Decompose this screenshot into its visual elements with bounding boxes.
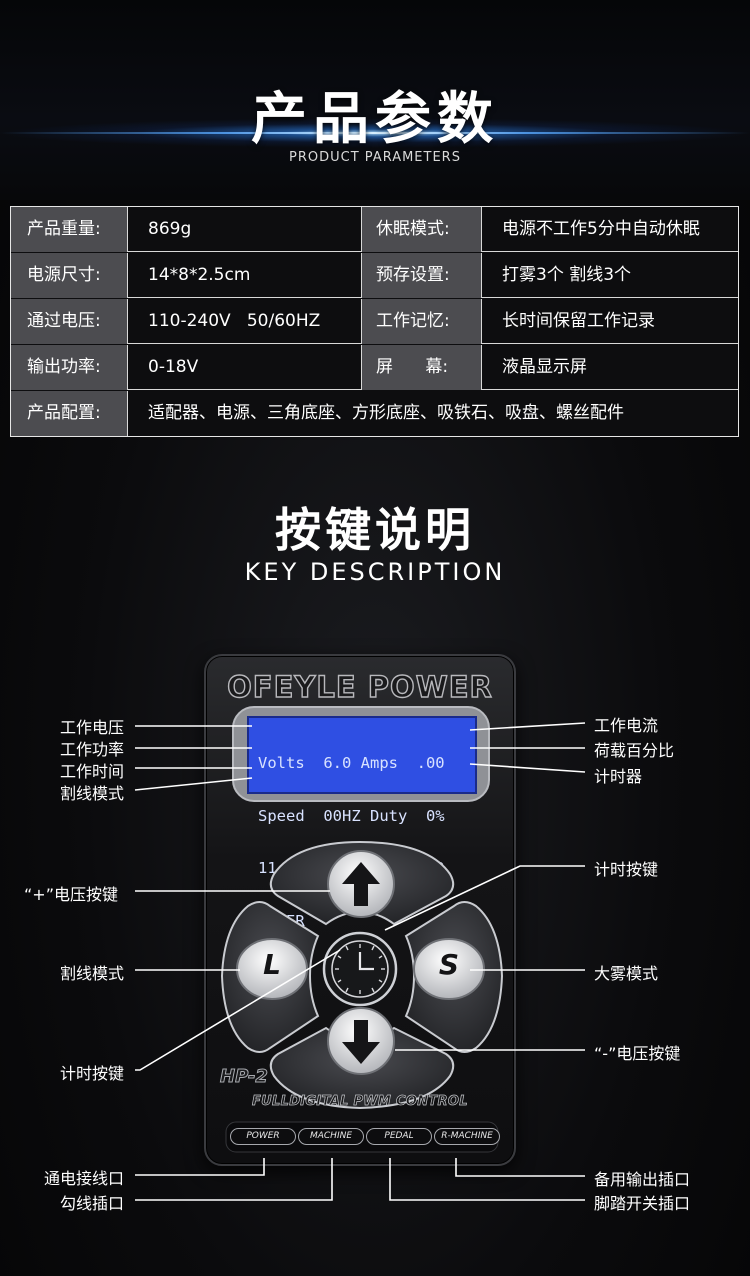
param-value: 869g <box>127 207 361 252</box>
param-value: 0-18V <box>127 345 361 390</box>
callout-timer: 计时器 <box>594 767 643 786</box>
table-row: 产品重量: 869g 休眠模式: 电源不工作5分中自动休眠 <box>11 207 738 252</box>
lcd-line: Speed 00HZ Duty 0% <box>258 806 445 825</box>
param-value: 电源不工作5分中自动休眠 <box>481 207 738 252</box>
param-value: 打雾3个 割线3个 <box>481 253 738 298</box>
machine-port[interactable]: MACHINE <box>298 1128 364 1145</box>
callout-liner-mode: 割线模式 <box>60 784 125 803</box>
callout-load-percent: 荷载百分比 <box>594 741 675 760</box>
callout-shader-mode: 大雾模式 <box>594 964 659 983</box>
clock-hands <box>358 952 374 971</box>
callout-work-power: 工作功率 <box>60 740 125 759</box>
param-label: 产品配置: <box>11 391 127 436</box>
device-brand-logo: OFEYLE POWER <box>226 669 493 704</box>
param-value: 适配器、电源、三角底座、方形底座、吸铁石、吸盘、螺丝配件 <box>127 391 738 436</box>
callout-volt-up: “+”电压按键 <box>24 885 118 904</box>
callout-volt-down: “-”电压按键 <box>594 1044 681 1063</box>
callout-timer-key-left: 计时按键 <box>60 1064 125 1083</box>
power-port[interactable]: POWER <box>230 1128 296 1145</box>
param-label: 输出功率: <box>11 345 127 390</box>
control-label: FULLDIGITAL PWM CONTROL <box>252 1094 468 1110</box>
page-subtitle: PRODUCT PARAMETERS <box>289 150 461 165</box>
callout-timer-key-right: 计时按键 <box>594 860 659 879</box>
param-value: 110-240V 50/60HZ <box>127 299 361 344</box>
param-label: 休眠模式: <box>361 207 481 252</box>
param-label: 通过电压: <box>11 299 127 344</box>
page-title: 产品参数 <box>251 87 499 152</box>
section-title: 按键说明 <box>275 503 475 557</box>
callout-work-time: 工作时间 <box>60 762 125 781</box>
callout-power-port: 通电接线口 <box>44 1169 125 1188</box>
shader-key-label: S <box>438 948 460 981</box>
callout-backup-port: 备用输出插口 <box>594 1170 691 1189</box>
param-value: 液晶显示屏 <box>481 345 738 390</box>
param-label: 电源尺寸: <box>11 253 127 298</box>
header-glow-line <box>0 132 750 134</box>
callout-pedal-port: 脚踏开关插口 <box>594 1194 691 1213</box>
model-label: HP-2 <box>220 1066 269 1088</box>
table-row: 电源尺寸: 14*8*2.5cm 预存设置: 打雾3个 割线3个 <box>11 253 738 298</box>
callout-work-voltage: 工作电压 <box>60 718 125 737</box>
table-row: 输出功率: 0-18V 屏 幕: 液晶显示屏 <box>11 345 738 390</box>
table-row: 通过电压: 110-240V 50/60HZ 工作记忆: 长时间保留工作记录 <box>11 299 738 344</box>
liner-key-label: L <box>263 948 281 981</box>
param-value: 14*8*2.5cm <box>127 253 361 298</box>
section-subtitle: KEY DESCRIPTION <box>244 558 506 586</box>
parameters-table: 产品重量: 869g 休眠模式: 电源不工作5分中自动休眠 电源尺寸: 14*8… <box>10 206 739 437</box>
param-label: 屏 幕: <box>361 345 481 390</box>
callout-work-current: 工作电流 <box>594 716 659 735</box>
param-value: 长时间保留工作记录 <box>481 299 738 344</box>
callout-liner-key: 割线模式 <box>60 964 125 983</box>
arrow-down-icon <box>342 1020 380 1064</box>
shader-mode-button[interactable] <box>413 938 485 1000</box>
r-machine-port[interactable]: R-MACHINE <box>434 1128 500 1145</box>
power-supply-device: OFEYLE POWER Volts 6.0 Amps .00 Speed 00… <box>204 654 516 1166</box>
param-label: 产品重量: <box>11 207 127 252</box>
param-label: 工作记忆: <box>361 299 481 344</box>
pedal-port[interactable]: PEDAL <box>366 1128 432 1145</box>
callout-machine-port: 勾线插口 <box>60 1194 125 1213</box>
table-row: 产品配置: 适配器、电源、三角底座、方形底座、吸铁石、吸盘、螺丝配件 <box>11 391 738 436</box>
lcd-line: Volts 6.0 Amps .00 <box>258 754 445 772</box>
keypad-graphic <box>220 840 504 1153</box>
param-label: 预存设置: <box>361 253 481 298</box>
header-background <box>0 0 750 200</box>
arrow-up-icon <box>342 862 380 906</box>
